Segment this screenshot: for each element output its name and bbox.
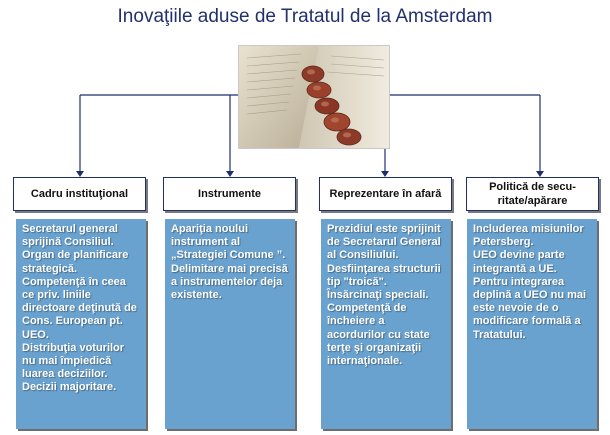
column-header-reprezentare: Reprezentare în afară	[319, 177, 452, 211]
column-body-politica-securitate: Includerea misiunilor Petersberg. UEO de…	[467, 219, 597, 429]
column-header-politica-securitate: Politică de secu-ritate/apărare	[466, 177, 599, 211]
arrowhead-4	[536, 171, 544, 177]
diagram-title: Inovaţiile aduse de Tratatul de la Amste…	[117, 6, 493, 27]
column-header-instrumente: Instrumente	[163, 177, 296, 211]
column-body-reprezentare: Prezidiul este sprijinit de Secretarul G…	[321, 219, 451, 429]
arrowhead-1	[76, 171, 84, 177]
column-header-cadru-institutional: Cadru instituţional	[13, 177, 146, 211]
arrowhead-3	[381, 171, 389, 177]
book-image	[238, 45, 390, 149]
column-body-instrumente: Apariţia noului instrument al „Strategie…	[165, 219, 295, 429]
book-with-seals-picture	[239, 46, 389, 148]
arrowhead-2	[226, 171, 234, 177]
column-body-cadru-institutional: Secretarul general sprijină Consiliul. O…	[16, 219, 146, 429]
